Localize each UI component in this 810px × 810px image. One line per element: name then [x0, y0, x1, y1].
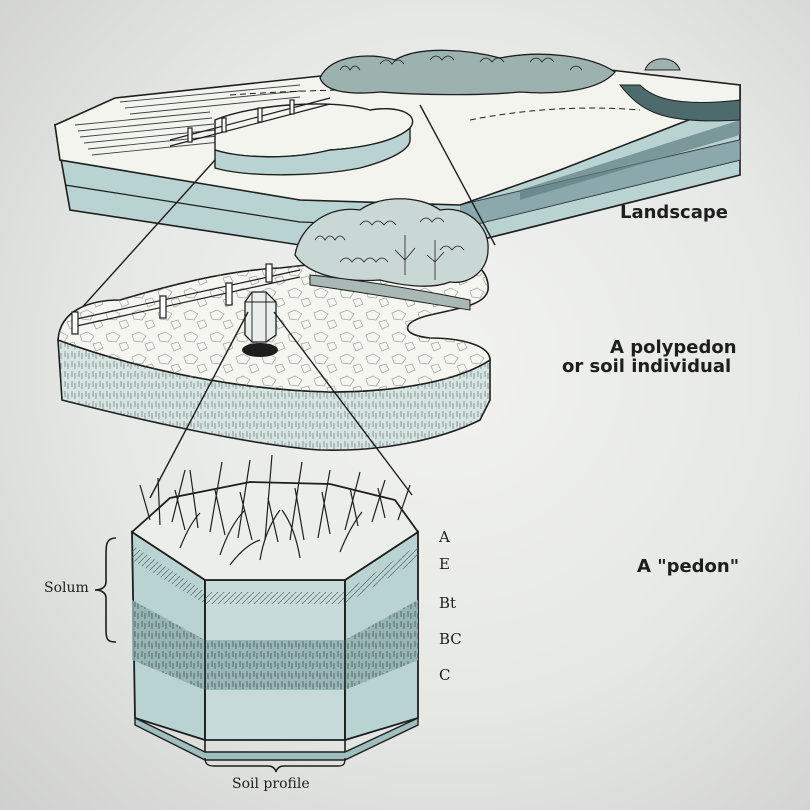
- landscape-woodland: [320, 50, 615, 94]
- horizon-c-label: C: [439, 666, 450, 684]
- horizon-a-label: A: [439, 528, 450, 546]
- mini-pedon: [245, 292, 276, 342]
- horizon-bt-label: Bt: [439, 594, 456, 612]
- polypedon-label-line1: A polypedon: [610, 337, 737, 358]
- pedon-column: [132, 455, 418, 760]
- solum-label: Solum: [44, 580, 89, 596]
- soil-profile-label: Soil profile: [232, 776, 310, 792]
- pedon-label: A "pedon": [637, 556, 739, 577]
- horizon-bc-label: BC: [439, 630, 462, 648]
- polypedon-label-line2: or soil individual: [562, 356, 731, 377]
- solum-brace: [95, 538, 116, 642]
- horizon-e-label: E: [439, 555, 450, 573]
- landscape-label: Landscape: [620, 202, 728, 223]
